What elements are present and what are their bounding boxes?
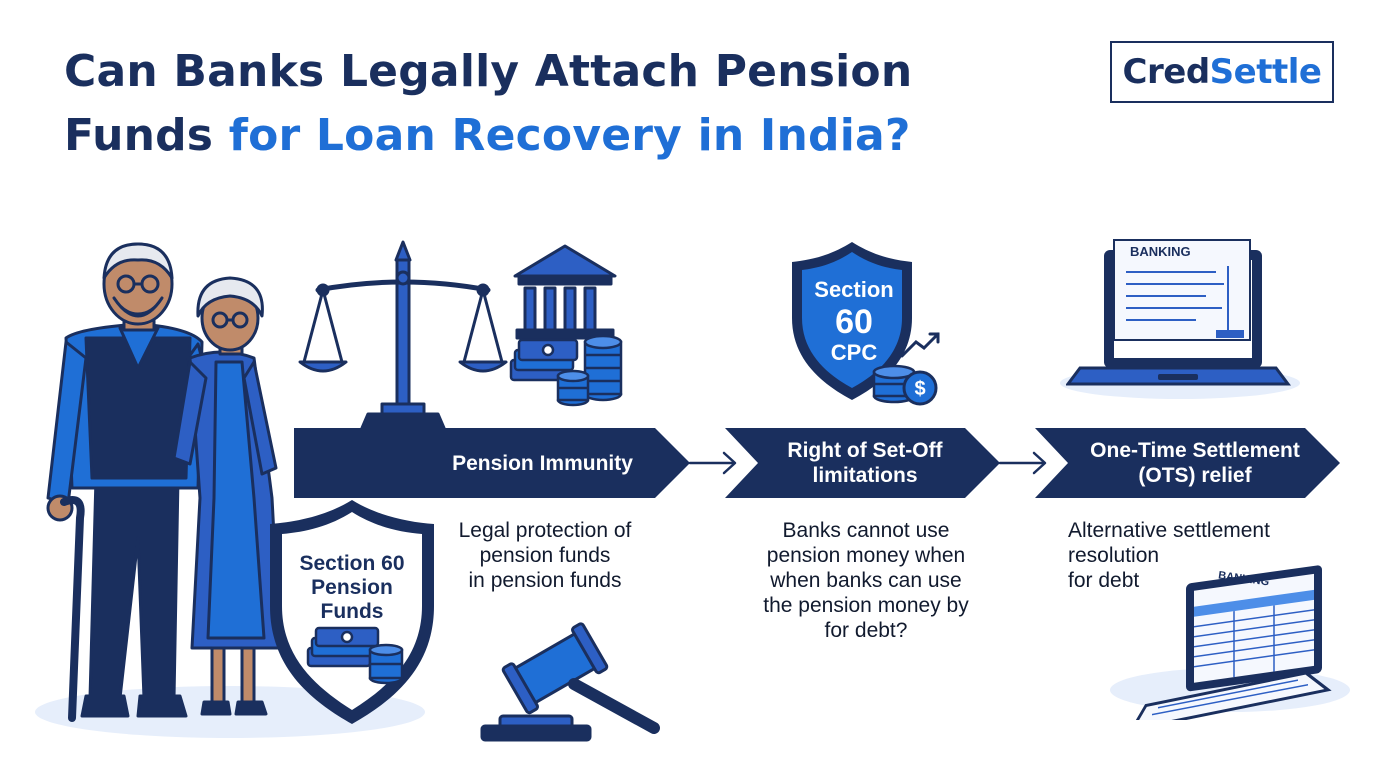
logo-text-settle: Settle (1209, 52, 1322, 92)
page-title: Can Banks Legally Attach Pension Funds f… (64, 40, 912, 168)
step-3-desc-line-2: resolution (1068, 544, 1160, 567)
bank-building-icon (509, 244, 623, 407)
gavel-icon (480, 622, 660, 742)
step-ots-label: One-Time Settlement(OTS) relief (1050, 428, 1340, 498)
step-1-desc-line-3: in pension funds (468, 569, 622, 592)
step-2-desc-line-5: for debt? (824, 619, 908, 642)
cpc-shield-line-2: 60 (835, 303, 873, 341)
dollar-coin-icon: $ (902, 370, 938, 406)
title-line-1: Can Banks Legally Attach Pension (64, 46, 913, 97)
banner-ots-shape (1035, 428, 1340, 498)
pension-shield-line-2: Pension (311, 576, 393, 599)
shield-section-60-cpc-icon: $ (792, 242, 940, 406)
step-3-label-text: One-Time Settlement(OTS) relief (1090, 438, 1300, 488)
top-laptop-label: BANKING (1130, 244, 1191, 259)
step-3-desc-line-1: Alternative settlement (1068, 519, 1270, 542)
banner-set-off-shape (725, 428, 1000, 498)
pension-shield-line-1: Section 60 (299, 552, 405, 575)
title-word-funds: Funds (64, 110, 214, 161)
step-2-desc-line-1: Banks cannot use (782, 519, 950, 542)
step-pension-immunity-label: Pension Immunity (400, 428, 685, 498)
cash-stack-icon (509, 334, 623, 407)
step-3-desc-line-3: for debt (1068, 569, 1140, 592)
step-2-desc-line-4: the pension money by (763, 594, 969, 617)
svg-text:$: $ (914, 378, 925, 400)
senior-couple-illustration (46, 242, 282, 722)
step-3-description: Alternative settlement resolution for de… (1068, 518, 1318, 593)
step-2-label-line-1: Right of Set-Off (787, 439, 943, 462)
banner-pension-immunity-shape (294, 428, 690, 498)
justice-scales-icon (298, 240, 508, 430)
step-2-description: Banks cannot use pension money when when… (742, 518, 990, 643)
step-3-label-line-1: One-Time Settlement (1090, 439, 1300, 462)
step-2-label-line-2: limitations (812, 464, 918, 487)
step-2-desc-line-2: pension money when (766, 544, 966, 567)
cpc-shield-line-1: Section (814, 277, 894, 302)
cpc-shield-text: Section 60 CPC (792, 276, 916, 366)
banking-laptop-icon (1066, 239, 1291, 386)
title-accent: for Loan Recovery in India? (228, 110, 911, 161)
step-1-desc-line-1: Legal protection of (458, 519, 632, 542)
pension-shield-line-3: Funds (320, 600, 384, 623)
step-2-desc-line-3: when banks can use (770, 569, 962, 592)
banking-laptop-secondary-icon (1129, 565, 1332, 720)
step-3-label-line-2: (OTS) relief (1138, 464, 1252, 487)
step-1-description: Legal protection of pension funds in pen… (440, 518, 650, 593)
cpc-shield-line-3: CPC (830, 340, 878, 365)
pension-shield-text: Section 60 Pension Funds (282, 552, 422, 624)
step-1-desc-line-2: pension funds (479, 544, 611, 567)
growth-arrow-icon (900, 332, 940, 358)
step-1-label-text: Pension Immunity (452, 451, 633, 475)
logo-text-cred: Cred (1122, 52, 1211, 92)
shield-section-60-pension-icon (270, 500, 434, 724)
